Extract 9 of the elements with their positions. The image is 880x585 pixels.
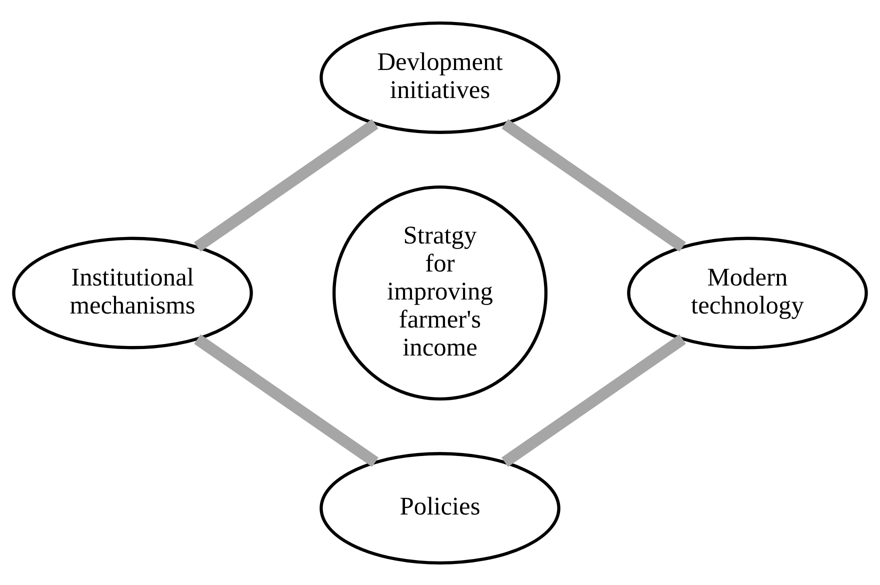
- connector: [502, 334, 686, 466]
- connector: [194, 334, 378, 466]
- node-ellipse: Institutional mechanisms: [12, 236, 253, 349]
- node-ellipse: Devlopment initiatives: [320, 21, 560, 134]
- connector: [194, 118, 378, 252]
- node-ellipse: Policies: [320, 452, 560, 564]
- connector: [502, 118, 686, 252]
- node-circle: Stratgy for improving farmer's income: [332, 184, 548, 400]
- node-ellipse: Modern technology: [627, 236, 868, 349]
